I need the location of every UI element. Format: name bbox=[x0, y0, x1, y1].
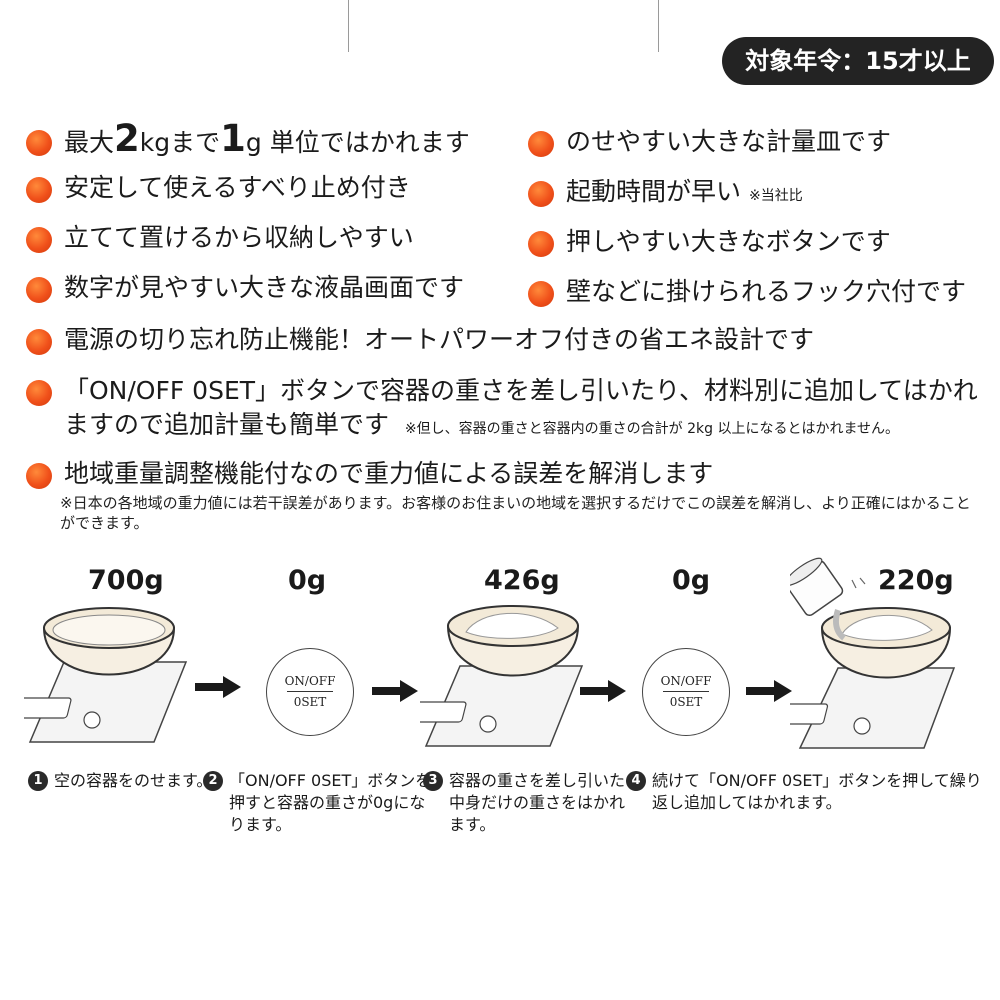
age-badge: 対象年令：15才以上 bbox=[722, 37, 994, 85]
feature-gravity-adjust: 地域重量調整機能付なので重力値による誤差を解消します bbox=[24, 459, 713, 489]
weight-readout-step4: 0g bbox=[672, 565, 711, 596]
bullet-icon bbox=[528, 231, 554, 257]
step-1: 1 空の容器をのせます。 bbox=[28, 770, 214, 792]
feature-fast-startup: 起動時間が早い ※当社比 bbox=[526, 177, 803, 211]
feature-non-slip: 安定して使えるすべり止め付き bbox=[24, 173, 411, 203]
bullet-icon bbox=[528, 131, 554, 157]
bullet-icon bbox=[528, 281, 554, 307]
step-number-badge: 4 bbox=[626, 771, 646, 791]
arrow-right-icon bbox=[195, 676, 241, 698]
bullet-icon bbox=[528, 181, 554, 207]
scale-filled-bowl-illustration bbox=[420, 605, 584, 747]
scale-empty-bowl-illustration bbox=[24, 607, 188, 743]
arrow-right-icon bbox=[580, 680, 626, 702]
step-4: 4 続けて「ON/OFF 0SET」ボタンを押して繰り返し追加してはかれます。 bbox=[626, 770, 992, 814]
step-2: 2 「ON/OFF 0SET」ボタンを押すと容器の重さが0gになります。 bbox=[203, 770, 439, 836]
arrow-right-icon bbox=[372, 680, 418, 702]
gravity-note: ※日本の各地域の重力値には若干誤差があります。お客様のお住まいの地域を選択するだ… bbox=[60, 494, 971, 532]
bullet-icon bbox=[26, 227, 52, 253]
arrow-right-icon bbox=[746, 680, 792, 702]
bullet-icon bbox=[26, 277, 52, 303]
bullet-icon bbox=[26, 177, 52, 203]
top-divider-line bbox=[348, 0, 349, 52]
step-number-badge: 2 bbox=[203, 771, 223, 791]
weight-readout-step3: 426g bbox=[484, 565, 560, 596]
weight-readout-step2: 0g bbox=[288, 565, 327, 596]
bullet-icon bbox=[26, 329, 52, 355]
weight-readout-step5: 220g bbox=[878, 565, 954, 596]
step-number-badge: 1 bbox=[28, 771, 48, 791]
on-off-0set-button-illustration: ON/OFF 0SET bbox=[266, 648, 354, 736]
feature-max-capacity: 最大2kgまで1g 単位ではかれます bbox=[24, 120, 470, 158]
step-number-badge: 3 bbox=[423, 771, 443, 791]
feature-tare: 「ON/OFF 0SET」ボタンで容器の重さを差し引いたり、材料別に追加してはか… bbox=[24, 374, 1000, 446]
bullet-icon bbox=[26, 380, 52, 406]
feature-large-button: 押しやすい大きなボタンです bbox=[526, 227, 891, 257]
top-divider-line bbox=[658, 0, 659, 52]
scale-pouring-illustration bbox=[790, 557, 956, 749]
step-3: 3 容器の重さを差し引いた中身だけの重さをはかれます。 bbox=[423, 770, 634, 836]
feature-auto-power-off: 電源の切り忘れ防止機能！オートパワーオフ付きの省エネ設計です bbox=[24, 325, 814, 355]
feature-large-tray: のせやすい大きな計量皿です bbox=[526, 127, 891, 157]
feature-storage: 立てて置けるから収納しやすい bbox=[24, 223, 414, 253]
bullet-icon bbox=[26, 130, 52, 156]
weight-readout-step1: 700g bbox=[88, 565, 164, 596]
feature-lcd: 数字が見やすい大きな液晶画面です bbox=[24, 273, 464, 303]
feature-hook-hole: 壁などに掛けられるフック穴付です bbox=[526, 277, 966, 307]
on-off-0set-button-illustration: ON/OFF 0SET bbox=[642, 648, 730, 736]
bullet-icon bbox=[26, 463, 52, 489]
